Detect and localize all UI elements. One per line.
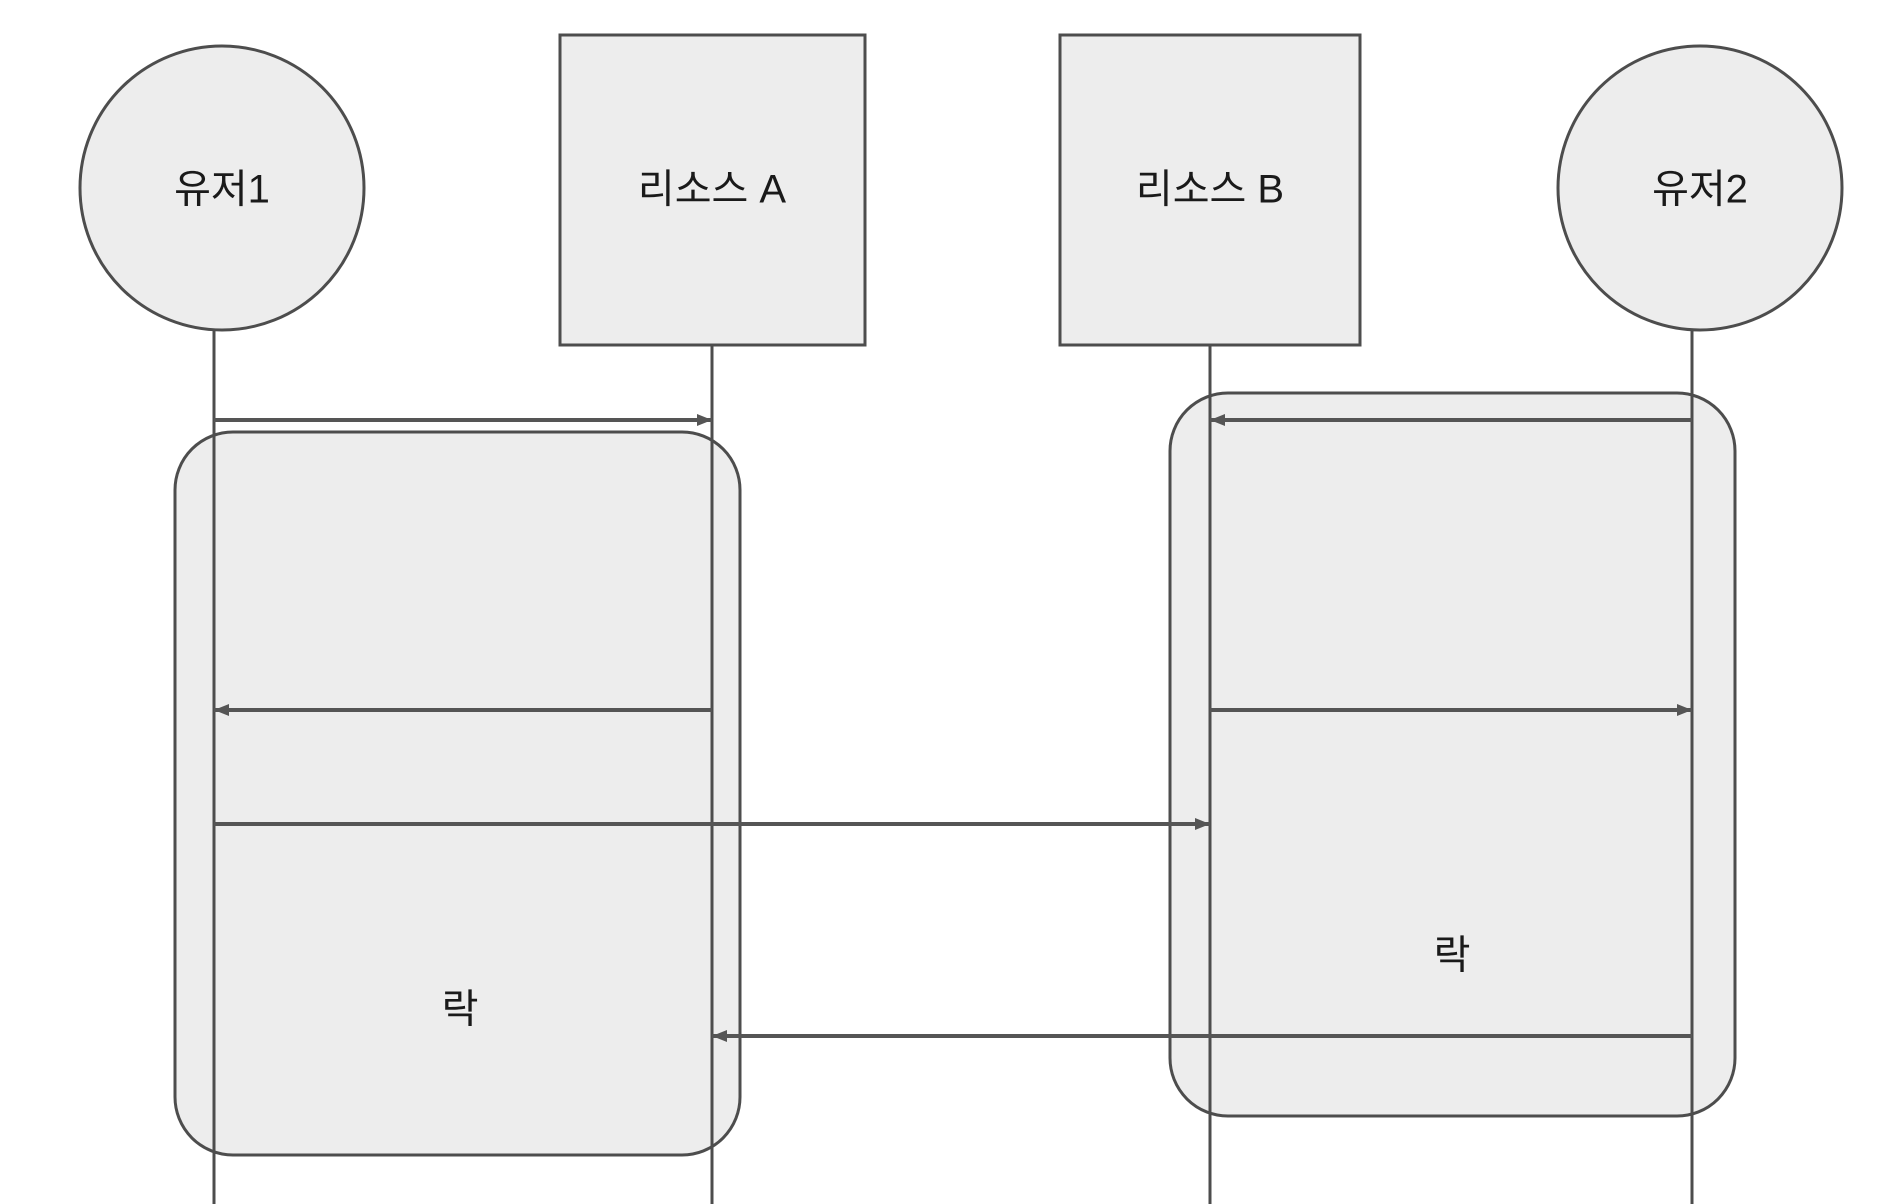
lifelines-overlay [212, 393, 1694, 1204]
fragment-lock-right-label: 락 [1434, 934, 1471, 978]
participant-resource-a[interactable]: 리소스 A [558, 33, 867, 347]
messages-layer [214, 414, 1692, 1042]
participant-resource-b[interactable]: 리소스 B [1058, 33, 1362, 347]
participant-user2-shape[interactable] [1556, 44, 1844, 332]
participant-resource-b-shape[interactable] [1058, 33, 1362, 347]
participant-resource-a-shape[interactable] [558, 33, 867, 347]
fragment-lock-left-box[interactable] [173, 430, 742, 1157]
participant-user2[interactable]: 유저2 [1556, 44, 1844, 332]
fragment-lock-left-label: 락 [442, 988, 479, 1032]
participant-user1-label: 유저1 [174, 168, 270, 212]
fragment-lock-left[interactable] [173, 430, 742, 1157]
fragment-lock-right-box[interactable] [1168, 391, 1737, 1118]
fragment-lock-right[interactable] [1168, 391, 1737, 1118]
participant-resource-a-label: 리소스 A [638, 168, 787, 212]
participant-user2-label: 유저2 [1652, 168, 1748, 212]
participant-resource-b-label: 리소스 B [1136, 168, 1284, 212]
participant-user1[interactable]: 유저1 [78, 44, 366, 332]
participant-user1-shape[interactable] [78, 44, 366, 332]
